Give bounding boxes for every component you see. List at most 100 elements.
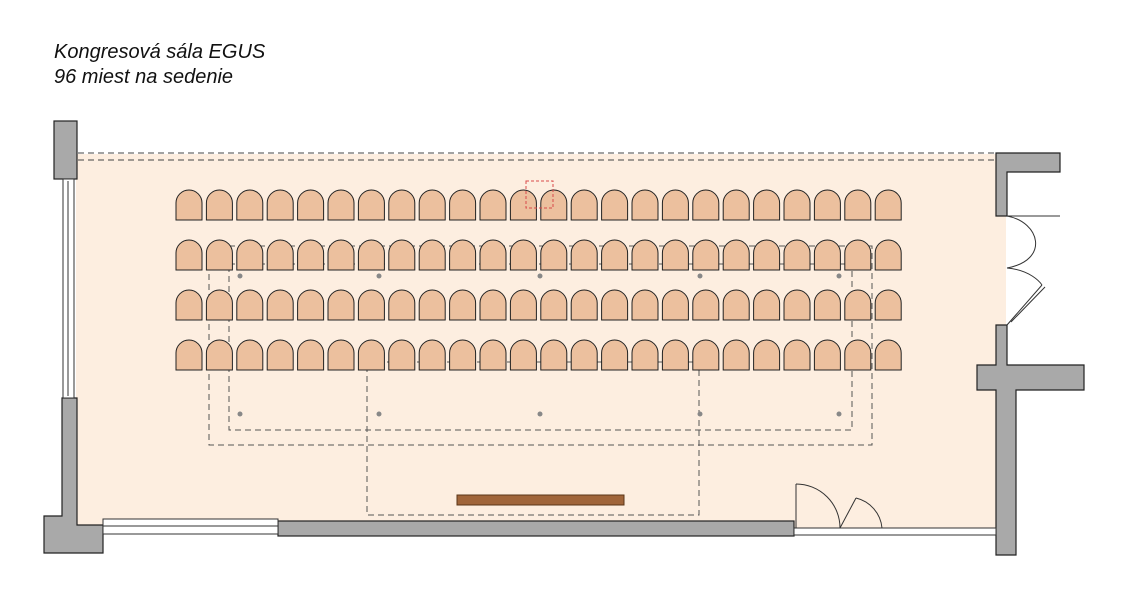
plan-titles: Kongresová sála EGUS 96 miest na sedenie	[54, 40, 265, 90]
seat	[388, 189, 416, 221]
seat	[479, 239, 507, 271]
seat	[418, 339, 446, 371]
seat	[753, 189, 781, 221]
seat	[479, 289, 507, 321]
seat	[692, 339, 720, 371]
seat	[357, 239, 385, 271]
seat	[418, 189, 446, 221]
seat	[236, 239, 264, 271]
presenter-table	[456, 494, 625, 506]
seat	[813, 289, 841, 321]
seat	[297, 339, 325, 371]
seat	[266, 339, 294, 371]
seat	[844, 339, 872, 371]
ceiling-track	[78, 152, 1000, 161]
seat	[449, 239, 477, 271]
seat	[692, 239, 720, 271]
seat	[874, 239, 902, 271]
seat	[631, 289, 659, 321]
seat	[844, 189, 872, 221]
seat	[661, 339, 689, 371]
seat	[175, 239, 203, 271]
seat	[631, 239, 659, 271]
walls	[43, 120, 1085, 556]
seat	[175, 189, 203, 221]
seat	[692, 289, 720, 321]
seat	[783, 189, 811, 221]
seat	[753, 289, 781, 321]
seat	[236, 189, 264, 221]
seat	[175, 339, 203, 371]
seat	[722, 289, 750, 321]
seat	[631, 339, 659, 371]
seating-area	[175, 189, 902, 371]
seat	[509, 189, 537, 221]
seat	[570, 289, 598, 321]
seat	[570, 189, 598, 221]
seat	[449, 289, 477, 321]
seat	[601, 189, 629, 221]
seat	[205, 289, 233, 321]
seat	[479, 339, 507, 371]
seat	[570, 339, 598, 371]
seat	[753, 239, 781, 271]
seat	[236, 339, 264, 371]
right-door	[1006, 215, 1060, 326]
seat	[388, 339, 416, 371]
seat	[388, 239, 416, 271]
seat	[813, 189, 841, 221]
seat	[874, 189, 902, 221]
seat	[418, 239, 446, 271]
seat	[813, 239, 841, 271]
seat	[297, 289, 325, 321]
seat	[631, 189, 659, 221]
plan-subtitle: 96 miest na sedenie	[54, 66, 234, 88]
seat	[783, 289, 811, 321]
seat	[388, 289, 416, 321]
seat	[509, 289, 537, 321]
seat	[540, 239, 568, 271]
seat	[357, 189, 385, 221]
seat	[844, 289, 872, 321]
seat	[692, 189, 720, 221]
seat	[783, 239, 811, 271]
seat	[601, 239, 629, 271]
seat	[661, 189, 689, 221]
seat	[661, 289, 689, 321]
seat	[874, 289, 902, 321]
seat	[327, 289, 355, 321]
seat	[327, 189, 355, 221]
seat	[813, 339, 841, 371]
seat	[266, 189, 294, 221]
seat	[357, 289, 385, 321]
seat	[722, 239, 750, 271]
seat	[236, 289, 264, 321]
seat	[874, 339, 902, 371]
seat	[449, 339, 477, 371]
seat	[266, 289, 294, 321]
seat	[540, 189, 568, 221]
seat	[783, 339, 811, 371]
seat	[175, 289, 203, 321]
seat	[479, 189, 507, 221]
seat	[753, 339, 781, 371]
seat	[205, 189, 233, 221]
seat	[661, 239, 689, 271]
seat	[722, 339, 750, 371]
seat	[205, 239, 233, 271]
seat	[449, 189, 477, 221]
bottom-door	[793, 483, 997, 536]
seat	[327, 239, 355, 271]
seat	[327, 339, 355, 371]
seat	[266, 239, 294, 271]
seat	[418, 289, 446, 321]
seat	[722, 189, 750, 221]
seat	[297, 189, 325, 221]
seat	[509, 239, 537, 271]
seat	[297, 239, 325, 271]
seat	[570, 239, 598, 271]
seat	[540, 289, 568, 321]
bottom-window	[102, 518, 279, 535]
seat	[601, 339, 629, 371]
